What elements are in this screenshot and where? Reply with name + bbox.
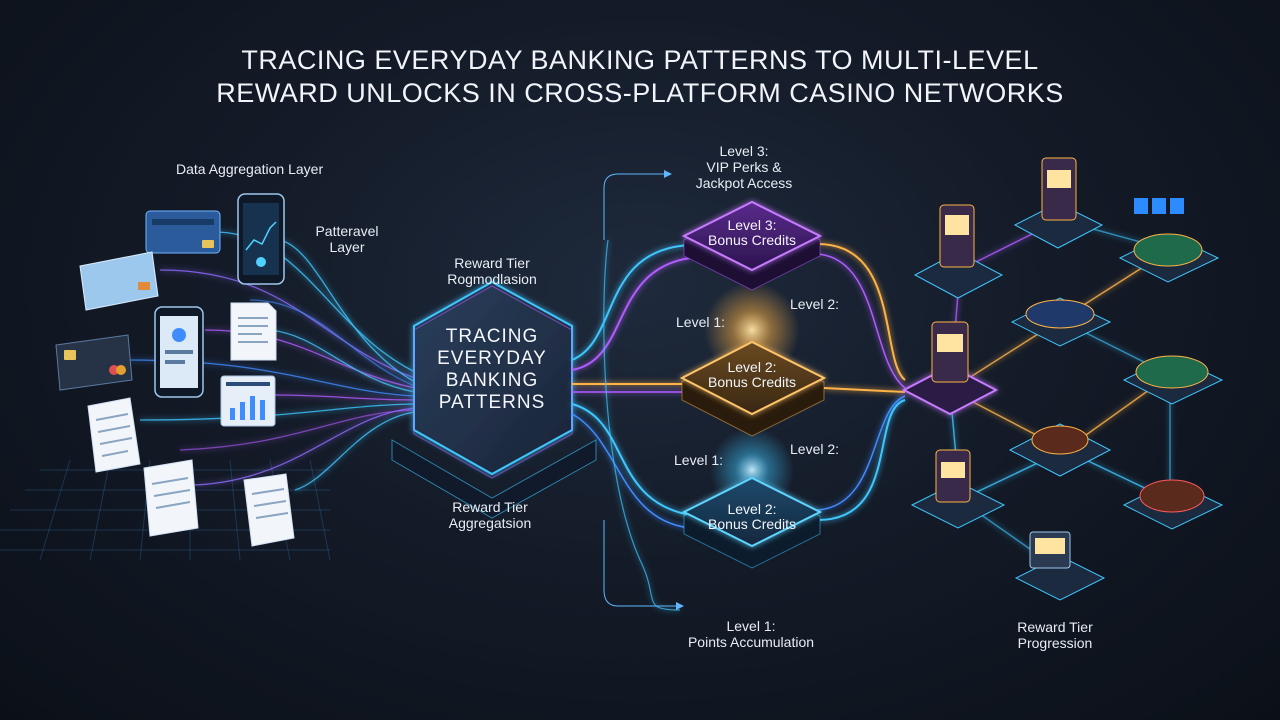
document-1 [230,302,277,361]
node-top-label-line2: Bonus Credits [708,232,796,248]
label-level3-vip-line2: VIP Perks & [706,159,782,175]
node-bottom-label: Level 2: Bonus Credits [692,502,812,532]
node-top-label: Level 3: Bonus Credits [692,218,812,248]
page-title: Tracing Everyday Banking Patterns to Mul… [0,44,1280,110]
platform-table-right [1122,355,1224,405]
card-blue-top [145,210,221,254]
label-reward-progression-line1: Reward Tier [1017,619,1093,635]
document-3 [143,459,199,537]
platform-table-top-right [1118,198,1220,283]
label-reward-tier-bottom-line2: Aggregatsion [448,515,532,531]
platform-slot-bottom [1014,531,1106,601]
label-level1-points: Level 1: Points Accumulation [676,618,826,650]
label-data-aggregation: Data Aggregation Layer [176,161,324,177]
label-reward-progression-line2: Progression [1017,635,1093,651]
node-middle-label-line1: Level 2: [727,359,777,375]
label-level3-vip-line3: Jackpot Access [695,175,793,191]
card-light [79,251,159,311]
label-reward-tier-bottom-line1: Reward Tier [452,499,528,515]
core-label-line1: Tracing [445,326,539,347]
platform-roulette-center [1008,423,1112,477]
core-label-line2: Everyday [437,348,547,369]
node-bottom-label-line2: Bonus Credits [708,516,796,532]
data-streams [129,231,416,491]
core-hexagon [391,280,597,519]
phone-mid [154,306,204,398]
statement-chart [220,375,276,427]
label-reward-tier-bottom: Reward Tier Aggregatsion [430,499,550,531]
label-reward-tier-top-line2: Rogmodlasion [447,271,537,287]
platform-card-table [1010,297,1112,347]
node-middle-label: Level 2: Bonus Credits [692,360,812,390]
document-2 [87,397,141,473]
page-title-line2: Reward Unlocks in Cross-Platform Casino … [216,78,1064,108]
platform-roulette-right [1122,479,1224,530]
label-level3-vip-line1: Level 3: [719,143,769,159]
tier-flows [571,239,906,611]
label-level3-vip: Level 3: VIP Perks & Jackpot Access [684,143,804,191]
label-level2-lower: Level 2: [790,441,840,457]
document-4 [243,473,295,547]
phone-top [237,193,285,285]
platform-slot-center [901,321,999,416]
platform-slot-bottom-left [910,449,1006,529]
card-dark [55,334,133,391]
annotation-arrows [603,170,684,610]
label-pattern-layer-line2: Layer [329,239,365,255]
node-level3-top [681,200,823,291]
node-bottom-label-line1: Level 2: [727,501,777,517]
label-level1-points-line1: Level 1: [726,618,776,634]
core-label: Tracing Everyday Banking Patterns [402,326,582,414]
label-reward-tier-top: Reward Tier Rogmodlasion [432,255,552,287]
platform-slot-left-top [913,204,1004,299]
label-level1-points-line2: Points Accumulation [687,634,815,650]
page-title-line1: Tracing Everyday Banking Patterns to Mul… [241,45,1039,75]
label-pattern-layer: Patteravel Layer [312,223,382,255]
core-label-line3: Banking [445,370,539,391]
node-middle-label-line2: Bonus Credits [708,374,796,390]
platform-slot-top [1013,157,1104,249]
label-level1-upper: Level 1: [676,314,726,330]
core-label-line4: Patterns [438,392,546,413]
label-level2-upper: Level 2: [790,296,840,312]
label-reward-tier-top-line1: Reward Tier [454,255,530,271]
node-level2-bottom [681,476,823,569]
label-reward-progression: Reward Tier Progression [1000,619,1110,651]
label-level1-lower: Level 1: [674,452,724,468]
node-top-label-line1: Level 3: [727,217,777,233]
label-pattern-layer-line1: Patteravel [315,223,379,239]
node-level2-middle [679,340,827,437]
